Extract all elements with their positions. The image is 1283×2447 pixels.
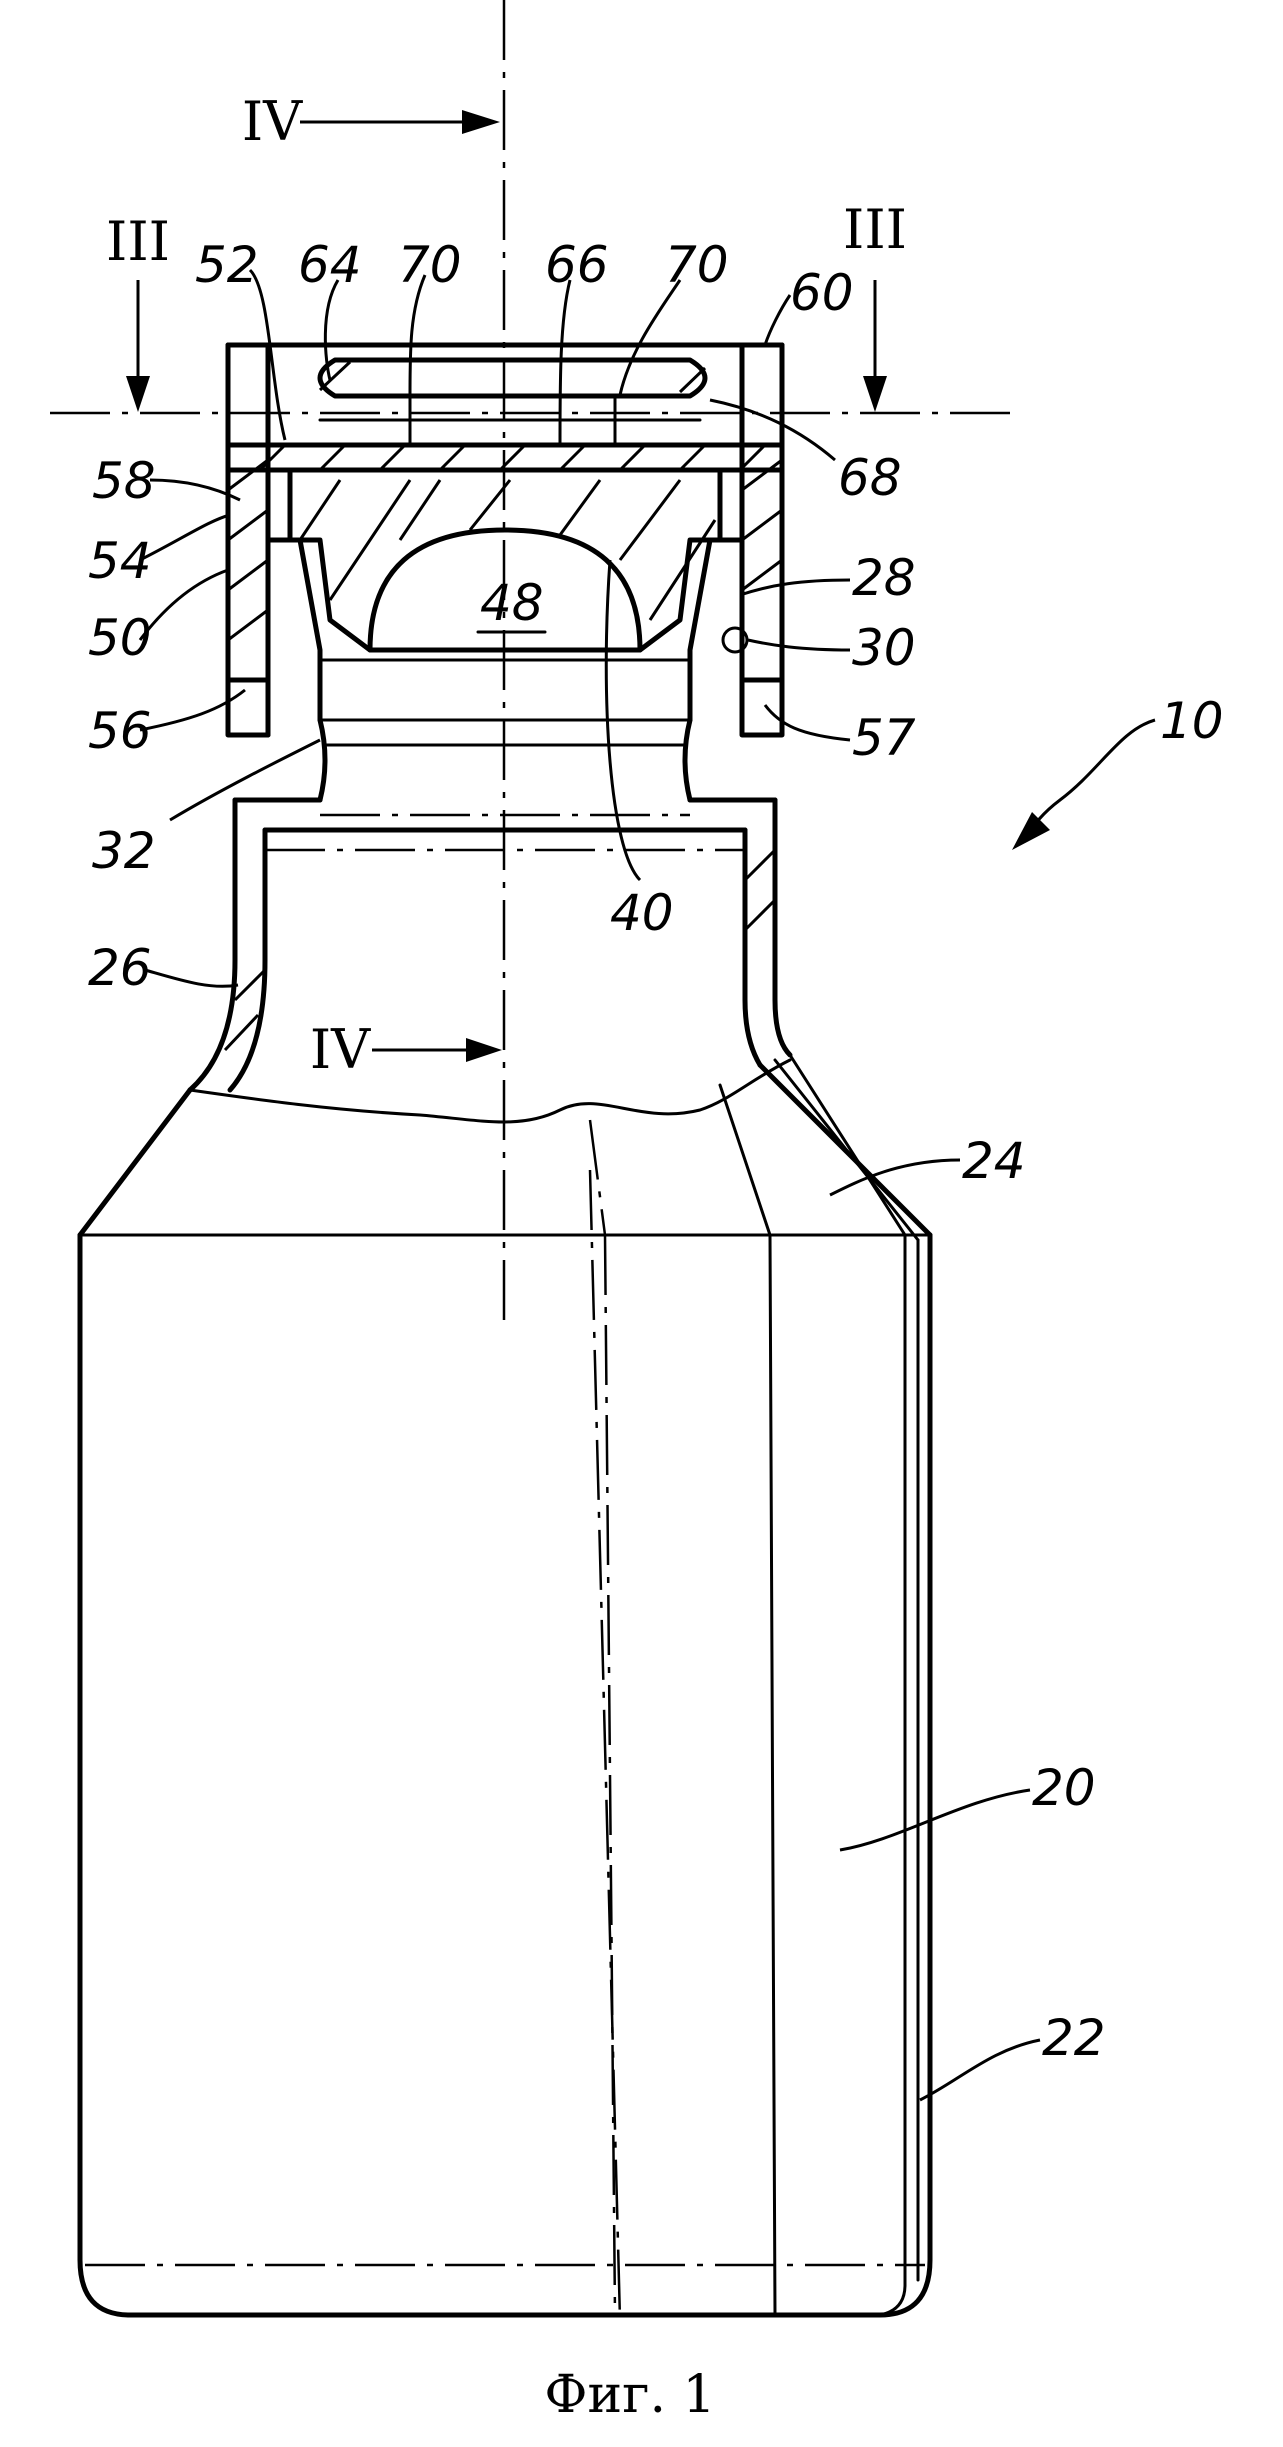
ref-22: 22 xyxy=(1042,2009,1106,2067)
section-iv-arrowhead-top xyxy=(462,110,500,134)
neck-hatch-l1 xyxy=(235,970,265,1000)
section-iii-arrowhead-left xyxy=(126,376,150,412)
neck-hatch-r1 xyxy=(745,850,775,880)
assembly-arrowhead xyxy=(1012,812,1050,850)
cap-outer xyxy=(228,345,268,735)
ref-10: 10 xyxy=(1160,692,1224,750)
bottle-shoulder-right-3 xyxy=(790,1055,905,1235)
ref-54: 54 xyxy=(88,532,152,590)
cap-hook-left xyxy=(228,680,268,735)
bottle-body xyxy=(80,1235,930,2315)
ref-57: 57 xyxy=(852,709,916,767)
ref-70a: 70 xyxy=(398,236,462,294)
ref-20: 20 xyxy=(1032,1759,1096,1817)
section-iii-arrowhead-right xyxy=(863,376,887,412)
cap-outer-right xyxy=(742,345,782,735)
bottle-shoulder-left xyxy=(80,1090,190,1235)
broken-out-line xyxy=(190,1060,790,1122)
bottle-outer-wall xyxy=(880,1235,905,2315)
ref-26: 26 xyxy=(88,939,152,997)
body-shading-2 xyxy=(605,1235,615,2315)
lid-hatching xyxy=(260,445,765,470)
neck-wall-right xyxy=(775,800,790,1055)
ref-50: 50 xyxy=(88,609,152,667)
figure-caption: Фиг. 1 xyxy=(544,2365,715,2425)
shoulder-shade-1 xyxy=(720,1085,770,1235)
ref-24: 24 xyxy=(962,1132,1026,1190)
bottle-shoulder-right-2 xyxy=(775,1060,918,1240)
section-label-iii-left: III xyxy=(106,210,170,273)
tear-ring xyxy=(320,360,705,396)
ref-48: 48 xyxy=(480,574,544,632)
ref-58: 58 xyxy=(92,452,156,510)
section-label-iv-bottom: IV xyxy=(310,1018,371,1081)
section-label-iii-right: III xyxy=(843,198,907,261)
neck-hatch-r2 xyxy=(745,900,775,930)
ref-68: 68 xyxy=(838,449,902,507)
body-shading-1 xyxy=(770,1235,775,2315)
ref-66: 66 xyxy=(545,236,609,294)
ref-56: 56 xyxy=(88,702,152,760)
ref-60: 60 xyxy=(790,264,854,322)
ref-52: 52 xyxy=(195,236,259,294)
ref-40: 40 xyxy=(610,884,674,942)
ref-32: 32 xyxy=(92,822,156,880)
cap-hatching-right xyxy=(742,460,782,590)
cap-hatching-left xyxy=(228,460,268,640)
assembly-leader xyxy=(1025,720,1155,840)
ref-64: 64 xyxy=(298,236,362,294)
section-label-iv-top: IV xyxy=(242,90,303,153)
ref-30: 30 xyxy=(852,619,916,677)
ref-28: 28 xyxy=(852,549,916,607)
ref-70b: 70 xyxy=(665,236,729,294)
section-iv-arrowhead-bottom xyxy=(466,1038,502,1062)
